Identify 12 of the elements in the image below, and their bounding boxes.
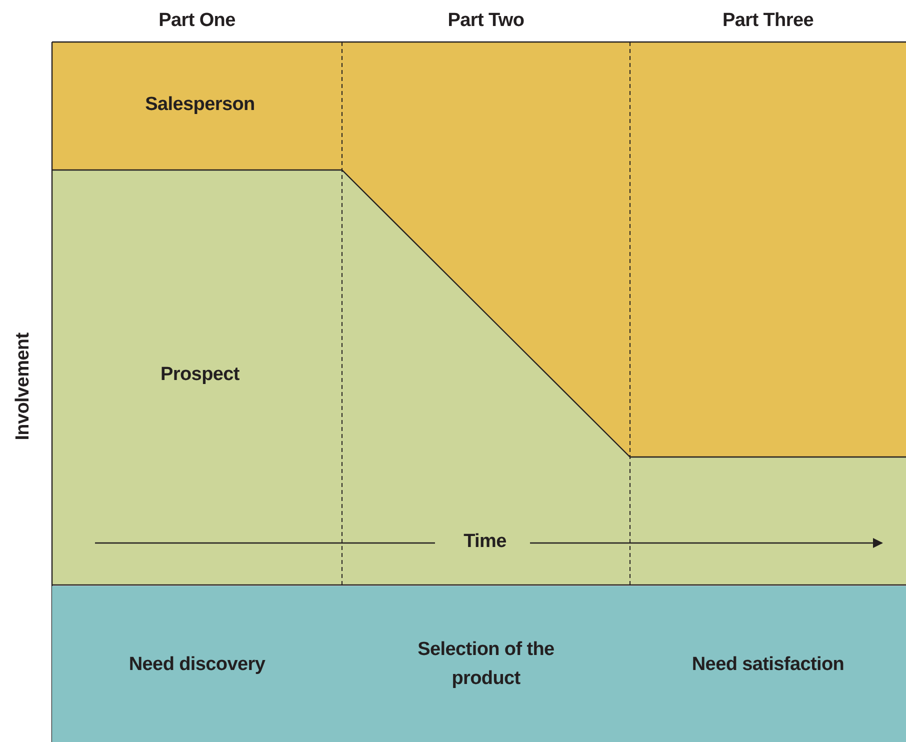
column-heading: Part One — [158, 9, 236, 33]
area-label: Prospect — [160, 363, 240, 387]
stage-label: Need satisfaction — [690, 652, 846, 676]
stage-label: Need discovery — [128, 652, 266, 676]
column-heading: Part Two — [446, 9, 526, 33]
area-label: Salesperson — [144, 93, 256, 117]
column-heading: Part Three — [722, 9, 814, 33]
axis-label: Time — [462, 530, 508, 554]
stage-cell — [630, 586, 906, 742]
axis-label: Involvement — [12, 332, 34, 442]
stage-cell — [52, 586, 342, 742]
stage-label: Selection of the product — [416, 638, 556, 691]
